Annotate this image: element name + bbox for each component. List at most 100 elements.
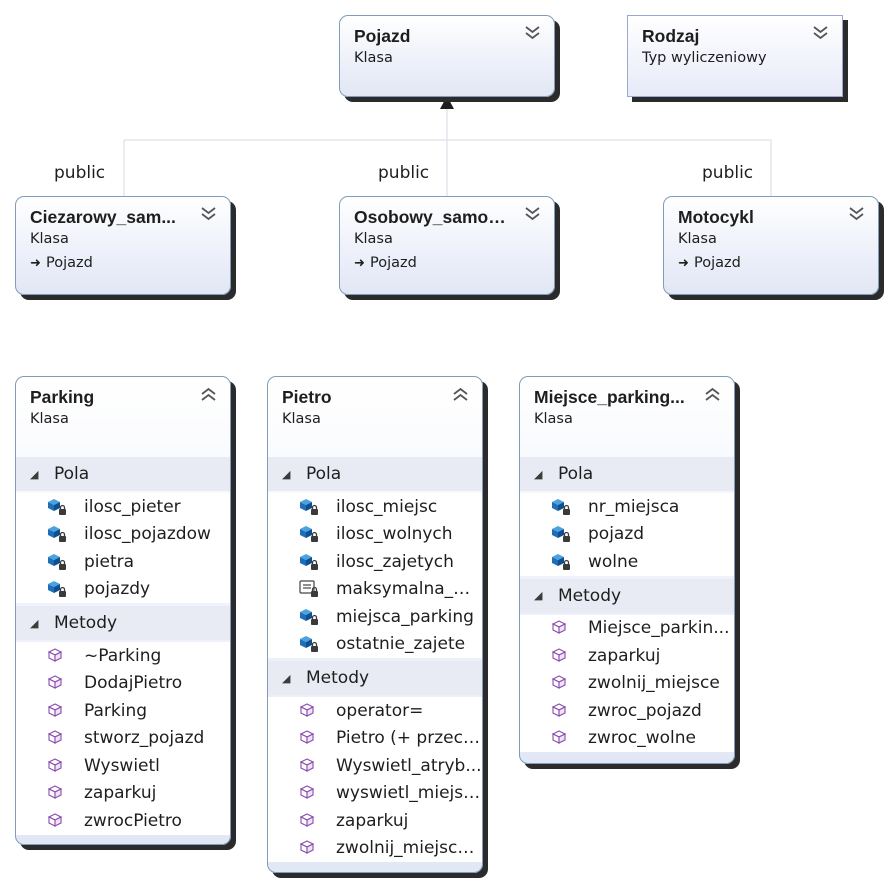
class-name: Motocykl: [678, 207, 754, 227]
method-item[interactable]: zwrocPietro: [16, 807, 230, 835]
method-item[interactable]: zaparkuj: [16, 780, 230, 808]
method-item[interactable]: Parking: [16, 697, 230, 725]
field-item[interactable]: pojazd: [520, 521, 734, 549]
private-field-icon: [298, 607, 322, 627]
method-icon: [550, 701, 574, 721]
inherits-arrow-icon: ➜: [678, 256, 689, 271]
private-field-icon: [550, 524, 574, 544]
chevron-down-icon[interactable]: [524, 25, 541, 41]
base-class: ➜Pojazd: [354, 255, 417, 271]
class-box-osobowy[interactable]: Osobowy_samoch Klasa ➜Pojazd: [339, 196, 555, 295]
section-header-methods[interactable]: ◢Metody: [16, 606, 230, 640]
enum-kind: Typ wyliczeniowy: [642, 50, 767, 66]
class-name: Pojazd: [354, 26, 411, 46]
field-item[interactable]: pietra: [16, 548, 230, 576]
field-item[interactable]: maksymalna_wi...: [268, 576, 482, 604]
private-field-icon: [298, 524, 322, 544]
section-header-fields[interactable]: ◢Pola: [16, 457, 230, 491]
method-item[interactable]: stworz_pojazd: [16, 725, 230, 753]
method-icon: [550, 673, 574, 693]
method-icon: [550, 728, 574, 748]
method-item[interactable]: zaparkuj: [520, 642, 734, 670]
method-item[interactable]: zaparkuj: [268, 807, 482, 835]
enum-name: Rodzaj: [642, 26, 700, 46]
method-item[interactable]: Pietro (+ przeci...: [268, 725, 482, 753]
chevron-down-icon[interactable]: [812, 25, 829, 41]
inheritance-label-public: public: [702, 163, 754, 183]
collapse-triangle-icon[interactable]: ◢: [30, 616, 39, 630]
field-item[interactable]: ilosc_miejsc: [268, 493, 482, 521]
method-item[interactable]: Wyswietl: [16, 752, 230, 780]
chevron-up-icon[interactable]: [452, 386, 469, 402]
method-icon: [46, 811, 70, 831]
section-header-fields[interactable]: ◢Pola: [268, 457, 482, 491]
class-kind: Klasa: [534, 411, 573, 427]
field-item[interactable]: ilosc_wolnych: [268, 521, 482, 549]
chevron-down-icon[interactable]: [524, 206, 541, 222]
method-item[interactable]: Miejsce_parkin...: [520, 615, 734, 643]
field-item[interactable]: wolne: [520, 548, 734, 576]
field-item[interactable]: miejsca_parking: [268, 603, 482, 631]
chevron-down-icon[interactable]: [200, 206, 217, 222]
method-icon: [298, 838, 322, 858]
method-item[interactable]: DodajPietro: [16, 670, 230, 698]
class-name: Miejsce_parking...: [534, 387, 685, 407]
class-box-motocykl[interactable]: Motocykl Klasa ➜Pojazd: [663, 196, 879, 295]
field-item[interactable]: pojazdy: [16, 576, 230, 604]
class-kind: Klasa: [678, 231, 717, 247]
method-icon: [46, 701, 70, 721]
section-header-methods[interactable]: ◢Metody: [268, 661, 482, 695]
method-icon: [46, 646, 70, 666]
constant-field-icon: [298, 579, 322, 599]
private-field-icon: [550, 552, 574, 572]
method-item[interactable]: zwolnij_miejsce: [520, 670, 734, 698]
chevron-up-icon[interactable]: [704, 386, 721, 402]
inherits-arrow-icon: ➜: [354, 256, 365, 271]
method-item[interactable]: zwroc_wolne: [520, 725, 734, 753]
chevron-up-icon[interactable]: [200, 386, 217, 402]
section-header-fields[interactable]: ◢Pola: [520, 457, 734, 491]
method-icon: [298, 701, 322, 721]
collapse-triangle-icon[interactable]: ◢: [30, 467, 39, 481]
method-icon: [298, 811, 322, 831]
collapse-triangle-icon[interactable]: ◢: [282, 671, 291, 685]
chevron-down-icon[interactable]: [848, 206, 865, 222]
class-name: Osobowy_samoch: [354, 207, 508, 227]
class-name: Pietro: [282, 387, 332, 407]
field-item[interactable]: ilosc_zajetych: [268, 548, 482, 576]
method-item[interactable]: zwroc_pojazd: [520, 697, 734, 725]
method-icon: [550, 646, 574, 666]
field-item[interactable]: nr_miejsca: [520, 493, 734, 521]
method-icon: [46, 756, 70, 776]
section-header-methods[interactable]: ◢Metody: [520, 578, 734, 613]
collapse-triangle-icon[interactable]: ◢: [534, 589, 543, 602]
class-box-ciezarowy[interactable]: Ciezarowy_sam... Klasa ➜Pojazd: [15, 196, 231, 295]
method-item[interactable]: zwolnij_miejsce...: [268, 835, 482, 863]
private-field-icon: [46, 579, 70, 599]
method-icon: [46, 783, 70, 803]
class-kind: Klasa: [354, 50, 393, 66]
class-kind: Klasa: [354, 231, 393, 247]
inheritance-label-public: public: [378, 163, 430, 183]
inheritance-arrowhead: [440, 96, 454, 109]
collapse-triangle-icon[interactable]: ◢: [534, 467, 543, 481]
method-icon: [298, 756, 322, 776]
private-field-icon: [550, 497, 574, 517]
method-icon: [46, 673, 70, 693]
field-item[interactable]: ilosc_pojazdow: [16, 521, 230, 549]
method-item[interactable]: ~Parking: [16, 642, 230, 670]
field-item[interactable]: ostatnie_zajete: [268, 631, 482, 659]
collapse-triangle-icon[interactable]: ◢: [282, 467, 291, 481]
class-box-pojazd[interactable]: Pojazd Klasa: [339, 15, 555, 97]
class-kind: Klasa: [30, 231, 69, 247]
method-item[interactable]: wyswietl_miejsc...: [268, 780, 482, 808]
method-item[interactable]: Wyswietl_atryb...: [268, 752, 482, 780]
enum-box-rodzaj[interactable]: Rodzaj Typ wyliczeniowy: [627, 15, 843, 97]
field-item[interactable]: ilosc_pieter: [16, 493, 230, 521]
method-item[interactable]: operator=: [268, 697, 482, 725]
class-name: Parking: [30, 387, 95, 407]
